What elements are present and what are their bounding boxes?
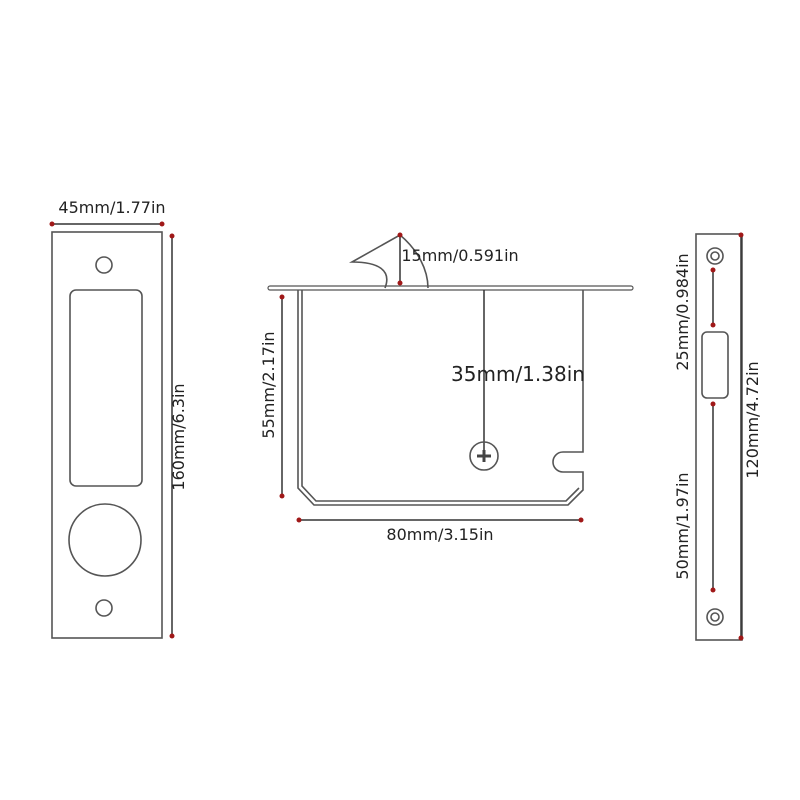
case-width-label: 80mm/3.15in bbox=[386, 525, 493, 544]
strike-opening bbox=[701, 331, 729, 399]
finger-pull-slot bbox=[69, 289, 143, 487]
strike-height-label: 120mm/4.72in bbox=[743, 361, 762, 478]
case-height-label: 55mm/2.17in bbox=[259, 331, 278, 438]
lock-body: 15mm/0.591in 35mm/1.38in 55mm/2.17in 80m… bbox=[259, 232, 634, 544]
strike-bottom-label: 50mm/1.97in bbox=[673, 472, 692, 579]
strike-plate: 25mm/0.984in 50mm/1.97in 120mm/4.72in bbox=[673, 232, 762, 641]
screw-hole-bottom bbox=[95, 599, 113, 617]
front-plate bbox=[267, 285, 634, 291]
strike-plate-outline bbox=[695, 233, 743, 641]
backset-label: 35mm/1.38in bbox=[451, 362, 585, 386]
faceplate-outline bbox=[51, 231, 163, 639]
lock-case-outline bbox=[297, 290, 584, 506]
strike-top-label: 25mm/0.984in bbox=[673, 253, 692, 370]
round-knob bbox=[68, 503, 142, 577]
faceplate-height-label: 160mm/6.3in bbox=[169, 383, 188, 490]
latch-projection-label: 15mm/0.591in bbox=[401, 246, 518, 265]
faceplate-width-label: 45mm/1.77in bbox=[58, 198, 165, 217]
spindle-screw-icon bbox=[469, 441, 499, 471]
latch-bolt bbox=[348, 234, 429, 289]
screw-hole-top bbox=[95, 256, 113, 274]
faceplate: 45mm/1.77in 160mm/6.3in bbox=[49, 198, 188, 639]
